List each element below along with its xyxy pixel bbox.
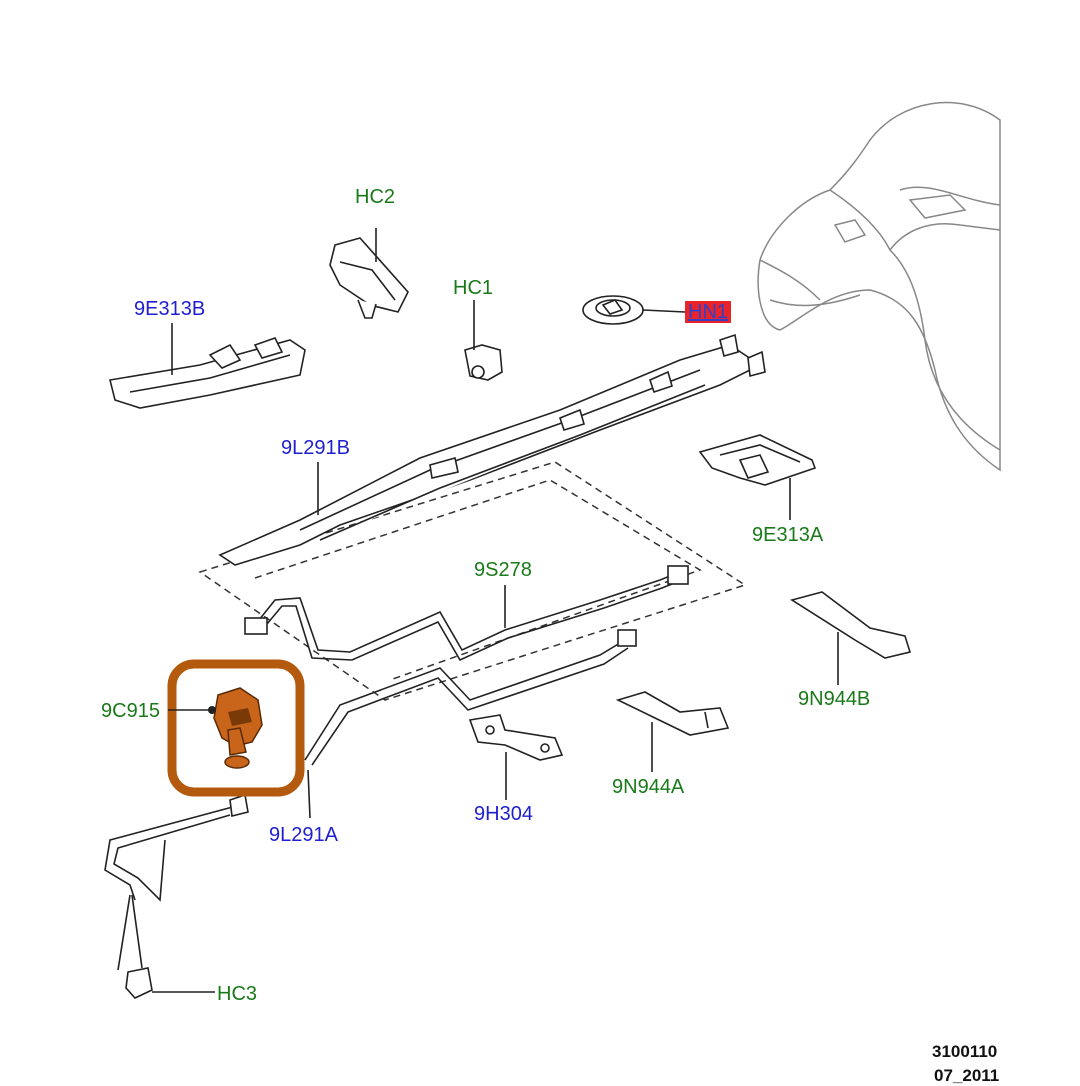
label-9n944a[interactable]: 9N944A — [612, 776, 685, 798]
label-hn1[interactable]: HN1 — [685, 301, 732, 323]
label-9l291b[interactable]: 9L291B — [281, 437, 350, 459]
label-9c915[interactable]: 9C915 — [101, 700, 160, 722]
9e313b-bracket-drawing — [109, 323, 306, 409]
label-9s278[interactable]: 9S278 — [474, 559, 532, 581]
label-hc1[interactable]: HC1 — [453, 277, 494, 299]
diagram-date: 07_2011 — [934, 1066, 1000, 1085]
9n944b-bracket-drawing — [790, 591, 912, 685]
hn1-grommet-drawing — [582, 295, 686, 325]
label-9e313a[interactable]: 9E313A — [752, 524, 824, 546]
hc1-clip-drawing — [464, 300, 503, 381]
9s278-harness-drawing — [244, 565, 689, 662]
label-9n944b[interactable]: 9N944B — [798, 688, 871, 710]
label-9l291a[interactable]: 9L291A — [269, 824, 338, 846]
9n944a-bracket-drawing — [615, 691, 730, 772]
diagram-code: 3100110 — [932, 1042, 998, 1061]
9e313a-bracket-drawing — [698, 434, 817, 520]
9l291a-harness-drawing — [104, 629, 637, 902]
hc3-clip-drawing — [117, 894, 215, 999]
label-9e313b[interactable]: 9E313B — [134, 298, 206, 320]
9h304-bracket-drawing — [468, 714, 564, 800]
9c915-highlighted-part[interactable] — [167, 659, 305, 797]
9l291b-harness-drawing — [218, 333, 766, 566]
harness-dashed-frame — [198, 461, 747, 701]
label-9h304[interactable]: 9H304 — [474, 803, 533, 825]
hc2-clip-drawing — [329, 228, 409, 319]
fuel-tank-outline — [757, 101, 1001, 472]
label-hc2[interactable]: HC2 — [355, 186, 396, 208]
label-hc3[interactable]: HC3 — [217, 983, 258, 1005]
